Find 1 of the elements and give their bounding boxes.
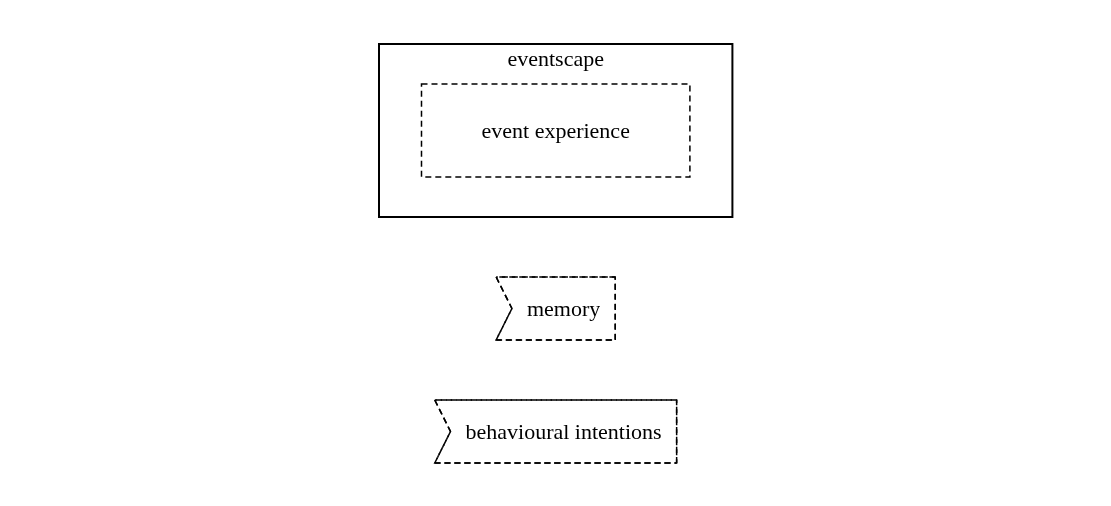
node-box: event experience	[420, 82, 691, 178]
